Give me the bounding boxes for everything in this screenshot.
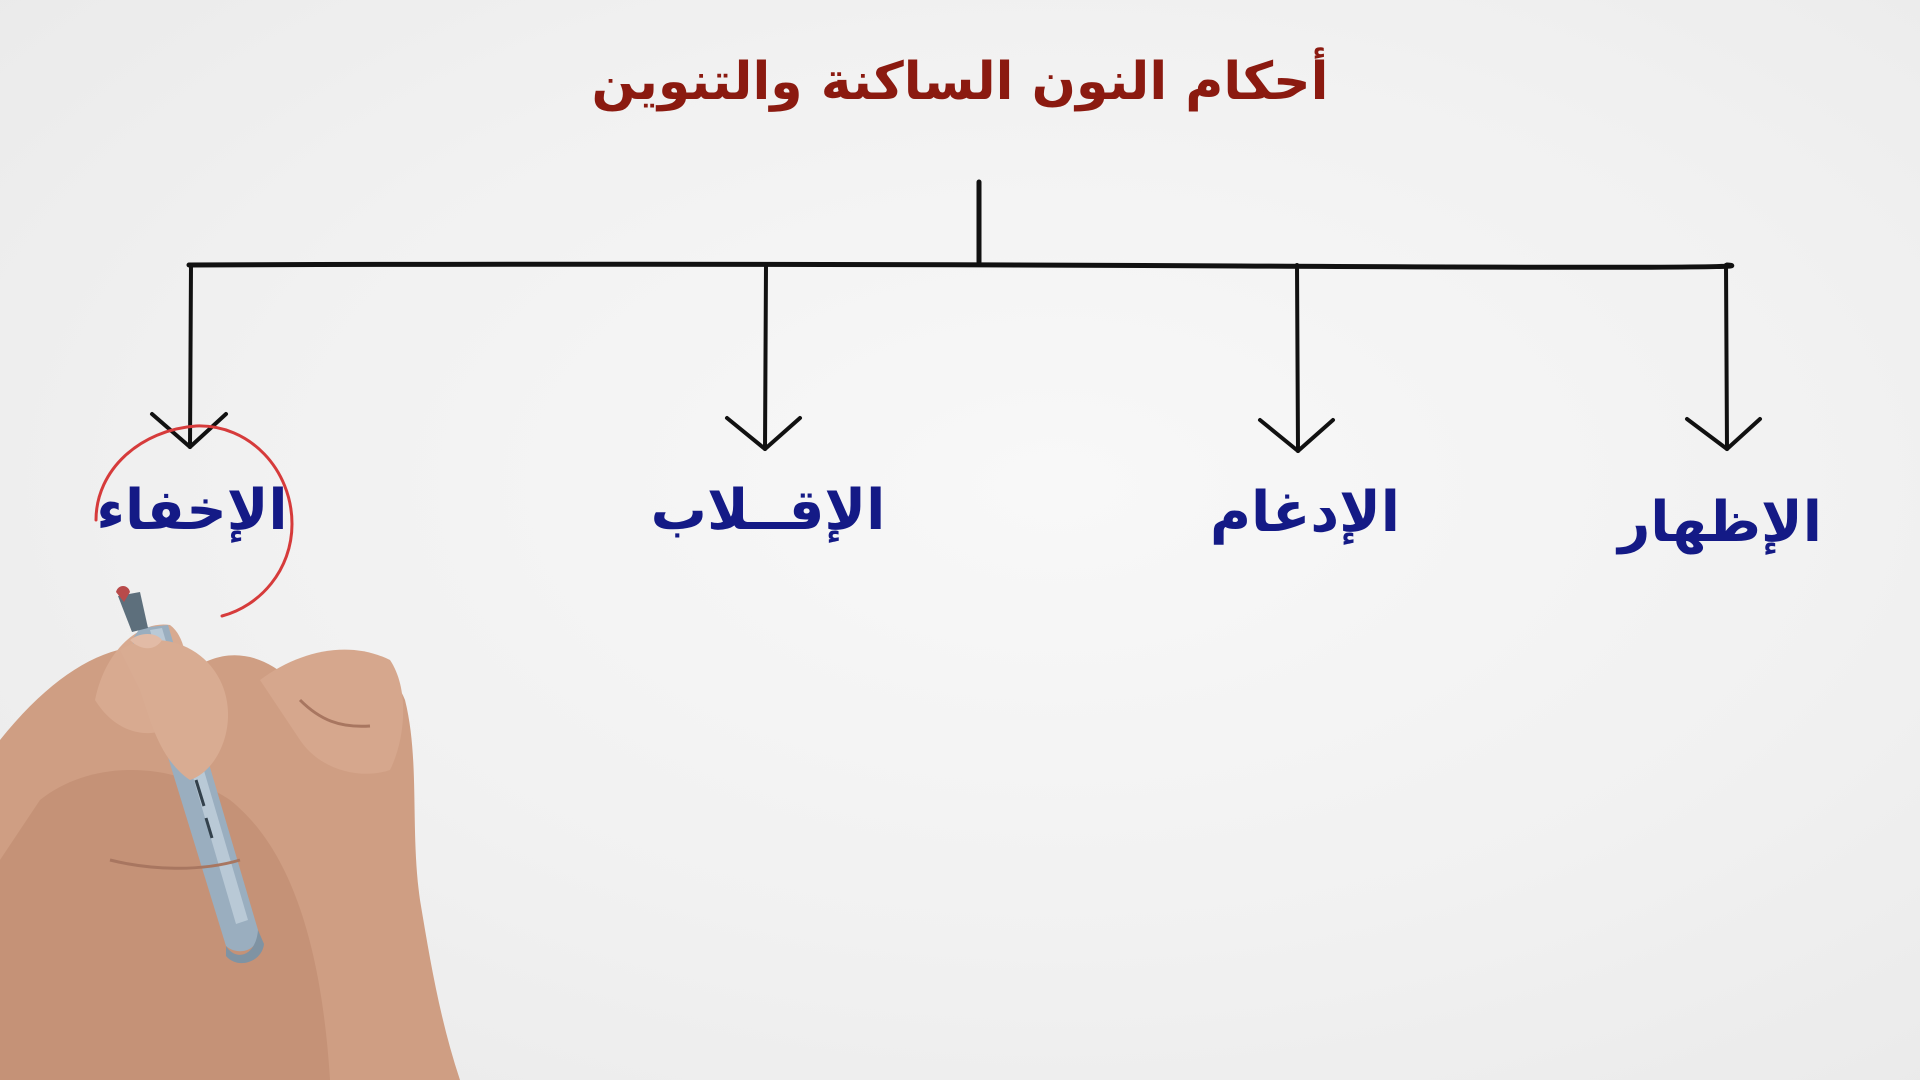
- branch-line-ikhfa: [188, 263, 193, 449]
- arrowhead-ikhfa: [150, 412, 228, 449]
- branch-label-iqlab: الإقــلاب: [650, 478, 886, 543]
- branch-line-izhar: [1724, 263, 1729, 451]
- branch-line-idgham: [1295, 263, 1300, 453]
- branch-label-ikhfa: الإخفاء: [96, 478, 288, 543]
- arrowhead-izhar: [1685, 417, 1762, 451]
- horizontal-bar: [186, 261, 1735, 270]
- highlight-circle: [94, 424, 294, 618]
- branch-label-izhar: الإظهار: [1618, 490, 1822, 555]
- branch-line-iqlab: [763, 263, 768, 451]
- branch-label-idgham: الإدغام: [1210, 480, 1400, 545]
- arrowhead-iqlab: [725, 416, 802, 451]
- hand-holding-marker-icon: [0, 586, 460, 1080]
- diagram-title: أحكام النون الساكنة والتنوين: [591, 52, 1329, 112]
- arrowhead-idgham: [1258, 418, 1335, 453]
